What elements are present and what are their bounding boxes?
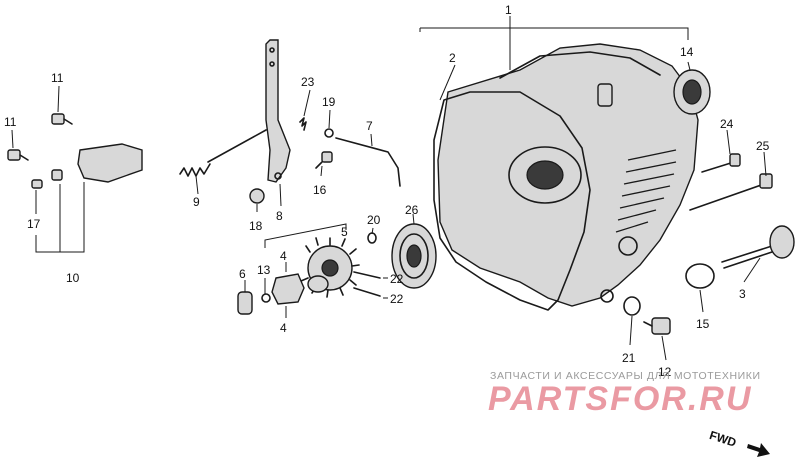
bolt-25[interactable]	[689, 173, 773, 211]
callout-6: 6	[239, 267, 246, 281]
governor-gear[interactable]	[300, 237, 360, 298]
callout-1: 1	[505, 3, 512, 17]
watermark-subtitle: ЗАПЧАСТИ И АКСЕССУАРЫ ДЛЯ МОТОТЕХНИКИ	[490, 370, 761, 382]
callout-4a: 4	[280, 249, 287, 263]
spring-pin-upper[interactable]	[353, 271, 381, 279]
callout-16: 16	[313, 183, 327, 197]
callout-5: 5	[341, 225, 348, 239]
callout-3: 3	[739, 287, 746, 301]
callout-2: 2	[449, 51, 456, 65]
callout-8: 8	[276, 209, 283, 223]
watermark-logo: PARTSFOR.RU	[488, 380, 753, 418]
callout-22b: 22	[390, 292, 404, 306]
nut-18[interactable]	[249, 188, 265, 204]
o-ring[interactable]	[685, 263, 715, 289]
sealing-washer[interactable]	[623, 296, 641, 316]
governor-spring[interactable]	[179, 163, 211, 177]
drain-bolt[interactable]	[643, 317, 671, 335]
callout-21: 21	[622, 351, 636, 365]
callout-9: 9	[193, 195, 200, 209]
bolt-24[interactable]	[701, 153, 741, 173]
oil-filler-cap[interactable]	[721, 225, 795, 269]
bolt-11-upper[interactable]	[51, 113, 73, 125]
callout-11a: 11	[51, 71, 64, 85]
callout-15: 15	[696, 317, 710, 331]
callout-11b: 11	[4, 115, 17, 129]
callout-26: 26	[405, 203, 419, 217]
callout-numbers: 1 2 3 4 4 5 6 7 8 9 10 11 11 12 13 14 15…	[4, 3, 770, 379]
thrust-washer[interactable]	[367, 232, 377, 244]
callout-24: 24	[720, 117, 734, 131]
bolt-16[interactable]	[315, 151, 333, 169]
callout-17: 17	[27, 217, 41, 231]
callout-13: 13	[257, 263, 271, 277]
small-spring[interactable]	[299, 117, 307, 131]
spring-pin-lower[interactable]	[353, 287, 381, 297]
governor-weight[interactable]	[261, 273, 305, 305]
breather-tube[interactable]	[335, 137, 401, 187]
crankcase-cover[interactable]	[437, 43, 699, 307]
callout-20: 20	[367, 213, 381, 227]
callout-18: 18	[249, 219, 263, 233]
callout-12: 12	[658, 365, 672, 379]
callout-4b: 4	[280, 321, 287, 335]
oil-seal[interactable]	[673, 69, 711, 115]
callout-10: 10	[66, 271, 80, 285]
cooling-fins	[615, 149, 677, 233]
forward-arrow-icon	[747, 443, 770, 457]
callout-22a: 22	[390, 272, 404, 286]
callout-25: 25	[756, 139, 770, 153]
callout-7: 7	[366, 119, 373, 133]
washer-19[interactable]	[324, 128, 334, 138]
callout-19: 19	[322, 95, 336, 109]
governor-rod[interactable]	[207, 129, 267, 163]
callout-23: 23	[301, 75, 315, 89]
governor-arm[interactable]	[265, 39, 291, 183]
control-bracket[interactable]	[31, 143, 143, 189]
cover-gasket[interactable]	[433, 91, 591, 311]
governor-shaft-pin[interactable]	[237, 291, 253, 315]
callout-14: 14	[680, 45, 694, 59]
leader-lines	[11, 16, 767, 361]
bolt-11-lower[interactable]	[7, 149, 29, 161]
